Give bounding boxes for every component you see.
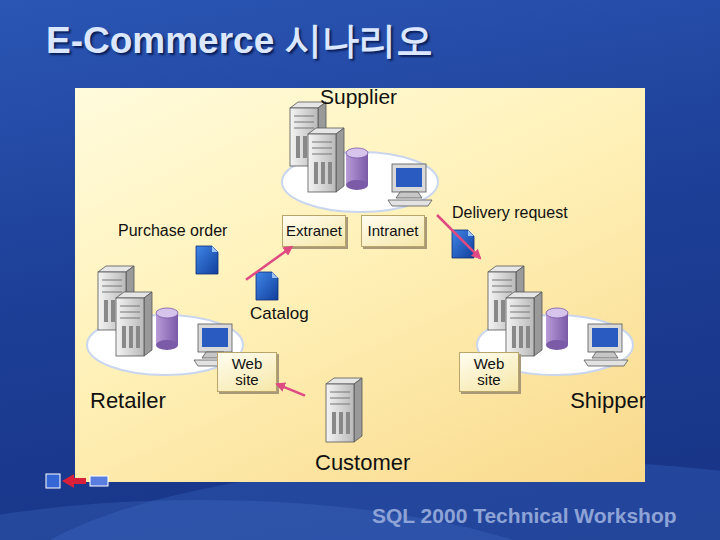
edge-label: Purchase order [118,222,227,240]
server-cluster: Shipper [470,258,648,416]
slide-title: E-Commerce 시나리오 [46,16,433,66]
edge-label: Delivery request [452,204,568,222]
label-box: Extranet [282,215,346,247]
box-label: Web site [226,356,268,388]
box-label: Web site [468,356,510,388]
node-heading: Supplier [320,85,397,109]
flow-arrow [246,247,292,280]
server-cluster: Customer [305,366,435,478]
flow-arrow [437,215,480,258]
node-heading: Shipper [570,388,646,414]
label-box: Web site [459,352,519,392]
flow-arrow [277,384,305,395]
server-cluster: Retailer [86,258,246,416]
label-box: Intranet [361,215,425,247]
node-heading: Customer [315,450,410,476]
document-label: Catalog [250,304,309,324]
server-cluster: Supplier [282,85,462,215]
nav-icon [46,474,108,488]
box-label: Intranet [368,223,419,239]
node-heading: Retailer [90,388,166,414]
box-label: Extranet [286,223,342,239]
workshop-watermark: SQL 2000 Technical Workshop [372,504,677,528]
label-box: Web site [217,352,277,392]
